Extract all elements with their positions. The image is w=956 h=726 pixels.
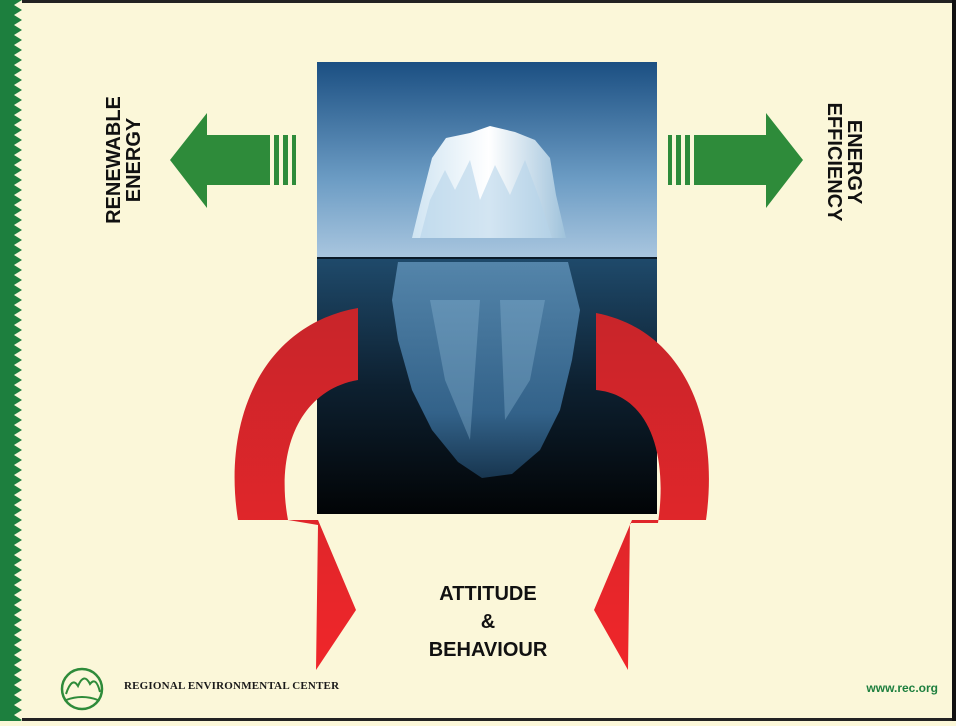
zigzag-edge <box>0 0 22 721</box>
label-renewable-line2: ENERGY <box>123 117 145 203</box>
red-curved-arrow-right <box>594 313 709 670</box>
green-arrow-right <box>668 113 803 208</box>
label-behaviour: BEHAVIOUR <box>428 639 548 661</box>
footer-url-link[interactable]: www.rec.org <box>866 681 938 695</box>
label-energy-efficiency: ENERGY EFFICIENCY <box>823 82 865 242</box>
footer-organization: REGIONAL ENVIRONMENTAL CENTER <box>124 680 340 692</box>
green-arrow-left <box>170 113 296 208</box>
right-border <box>952 0 956 721</box>
left-decorative-strip <box>0 0 22 721</box>
label-efficiency-line1: ENERGY <box>843 119 865 205</box>
top-border <box>0 0 956 3</box>
red-curved-arrow-left <box>234 308 358 670</box>
label-attitude-behaviour: ATTITUDE & BEHAVIOUR <box>388 580 588 664</box>
label-attitude: ATTITUDE <box>439 583 537 605</box>
rec-logo-icon <box>60 667 104 711</box>
label-ampersand: & <box>480 611 496 633</box>
label-renewable-line1: RENEWABLE <box>103 96 125 224</box>
label-efficiency-line2: EFFICIENCY <box>823 102 845 222</box>
iceberg-image <box>317 62 657 514</box>
label-renewable-energy: RENEWABLE ENERGY <box>103 80 145 240</box>
bottom-border <box>0 718 956 721</box>
